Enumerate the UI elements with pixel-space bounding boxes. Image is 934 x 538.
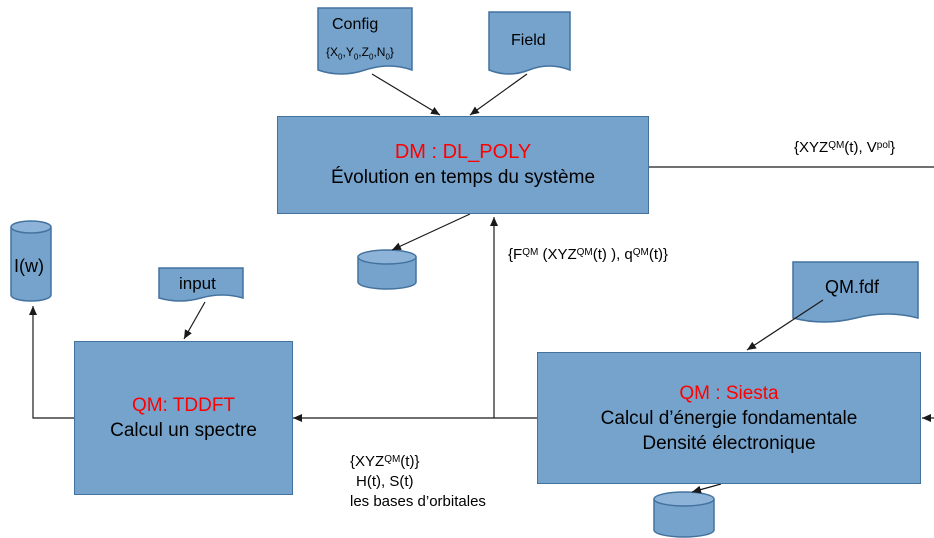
dl-poly-title: DM : DL_POLY: [394, 141, 532, 163]
field-doc-title: Field: [511, 32, 546, 49]
tddft-box: QM: TDDFT Calcul un spectre: [74, 341, 293, 495]
field-to-dm-arrow: [469, 73, 528, 116]
iw-database-icon: [10, 220, 52, 302]
dm-to-db-arrow: [391, 213, 471, 251]
iw-label: I(w): [14, 256, 44, 276]
fdf-to-siesta-arrow: [746, 299, 824, 351]
config-doc-shape: [317, 7, 413, 75]
qm-fdf-doc-shape: [792, 261, 919, 323]
siesta-title: QM : Siesta: [679, 382, 779, 404]
input-to-tddft-arrow: [183, 301, 206, 340]
config-doc-vars: {X0,Y0,Z0,N0}: [326, 45, 394, 62]
input-doc-title: input: [179, 274, 216, 293]
config-to-dm-arrow: [371, 73, 441, 116]
forces-label: {FQM (XYZQM(t) ), qQM(t)}: [508, 246, 669, 263]
tddft-to-iw-arrow: [29, 306, 74, 419]
siesta-description-1: Calcul d’énergie fondamentale: [600, 407, 858, 429]
qm-fdf-doc-title: QM.fdf: [825, 277, 880, 297]
input-doc-shape: [158, 267, 244, 302]
field-doc-shape: [488, 11, 571, 75]
siesta-box: QM : Siesta Calcul d’énergie fondamental…: [537, 352, 921, 484]
dl-poly-description: Évolution en temps du système: [330, 167, 596, 188]
tddft-title: QM: TDDFT: [131, 395, 236, 416]
siesta-database-icon: [653, 491, 715, 538]
dm-output-label: {XYZQM(t), Vpol}: [794, 139, 896, 156]
tddft-input-label: {XYZQM(t)} H(t), S(t) les bases d’orbita…: [350, 453, 486, 510]
dm-database-icon: [357, 249, 417, 290]
config-doc-title: Config: [332, 16, 379, 33]
siesta-to-db-arrow: [691, 483, 722, 494]
tddft-description: Calcul un spectre: [110, 420, 257, 441]
dl-poly-box: DM : DL_POLY Évolution en temps du systè…: [277, 116, 649, 214]
siesta-description-2: Densité électronique: [642, 432, 816, 454]
